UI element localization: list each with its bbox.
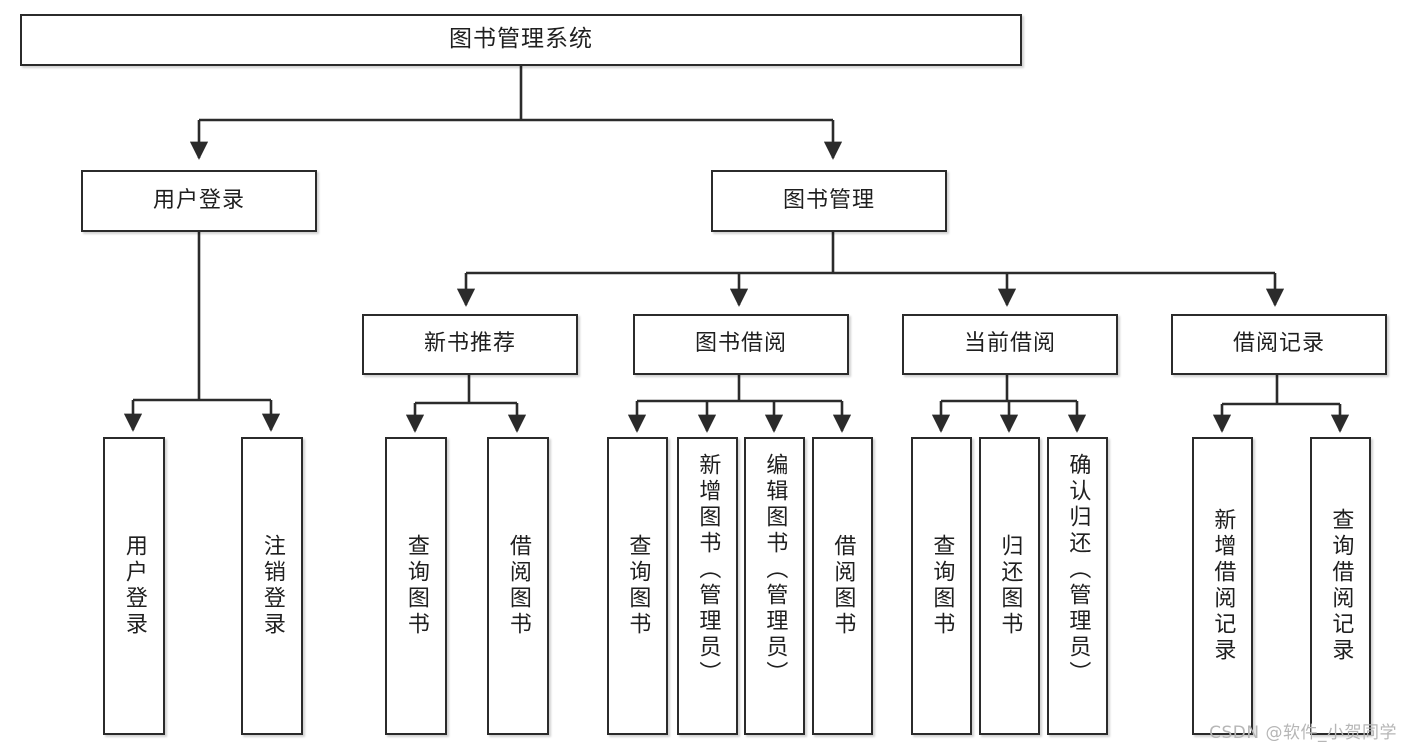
leaf-record-add-record[interactable]: 新增借阅记录 — [1192, 437, 1253, 735]
leaf-user-login-login[interactable]: 用户登录 — [103, 437, 165, 735]
leaf-record-query-record[interactable]: 查询借阅记录 — [1310, 437, 1371, 735]
leaf-user-login-logout[interactable]: 注销登录 — [241, 437, 303, 735]
leaf-current-query-book[interactable]: 查询图书 — [911, 437, 972, 735]
node-new-book-recommend-label: 新书推荐 — [423, 331, 516, 357]
node-root-label: 图书管理系统 — [449, 26, 593, 53]
leaf-borrow-add-book-label: 新增图书（管理员） — [695, 453, 721, 687]
leaf-borrow-edit-book[interactable]: 编辑图书（管理员） — [744, 437, 805, 735]
node-book-management-label: 图书管理 — [782, 187, 875, 213]
leaf-record-add-record-label: 新增借阅记录 — [1210, 508, 1236, 664]
node-borrow-record-label: 借阅记录 — [1232, 331, 1325, 357]
leaf-recommend-borrow-book-label: 借阅图书 — [505, 534, 531, 638]
leaf-current-confirm-return-label: 确认归还（管理员） — [1065, 453, 1091, 687]
leaf-borrow-query-book[interactable]: 查询图书 — [607, 437, 668, 735]
leaf-current-query-book-label: 查询图书 — [929, 534, 955, 638]
leaf-borrow-borrow-book-label: 借阅图书 — [830, 534, 856, 638]
node-current-borrow[interactable]: 当前借阅 — [902, 314, 1118, 375]
leaf-current-return-book[interactable]: 归还图书 — [979, 437, 1040, 735]
node-borrow-record[interactable]: 借阅记录 — [1171, 314, 1387, 375]
leaf-borrow-query-book-label: 查询图书 — [625, 534, 651, 638]
node-book-borrow-label: 图书借阅 — [694, 331, 787, 357]
watermark: CSDN @软件_小贺同学 — [1209, 723, 1397, 743]
leaf-user-login-login-label: 用户登录 — [121, 534, 147, 638]
leaf-borrow-edit-book-label: 编辑图书（管理员） — [762, 453, 788, 687]
leaf-borrow-borrow-book[interactable]: 借阅图书 — [812, 437, 873, 735]
node-new-book-recommend[interactable]: 新书推荐 — [362, 314, 578, 375]
leaf-recommend-query-book[interactable]: 查询图书 — [385, 437, 447, 735]
leaf-recommend-borrow-book[interactable]: 借阅图书 — [487, 437, 549, 735]
node-book-borrow[interactable]: 图书借阅 — [633, 314, 849, 375]
node-user-login-label: 用户登录 — [152, 187, 245, 213]
node-current-borrow-label: 当前借阅 — [963, 331, 1056, 357]
leaf-current-return-book-label: 归还图书 — [997, 534, 1023, 638]
leaf-current-confirm-return[interactable]: 确认归还（管理员） — [1047, 437, 1108, 735]
node-user-login[interactable]: 用户登录 — [81, 170, 317, 232]
leaf-user-login-logout-label: 注销登录 — [259, 534, 285, 638]
leaf-recommend-query-book-label: 查询图书 — [403, 534, 429, 638]
leaf-record-query-record-label: 查询借阅记录 — [1328, 508, 1354, 664]
node-book-management[interactable]: 图书管理 — [711, 170, 947, 232]
leaf-borrow-add-book[interactable]: 新增图书（管理员） — [677, 437, 738, 735]
node-root[interactable]: 图书管理系统 — [20, 14, 1022, 66]
